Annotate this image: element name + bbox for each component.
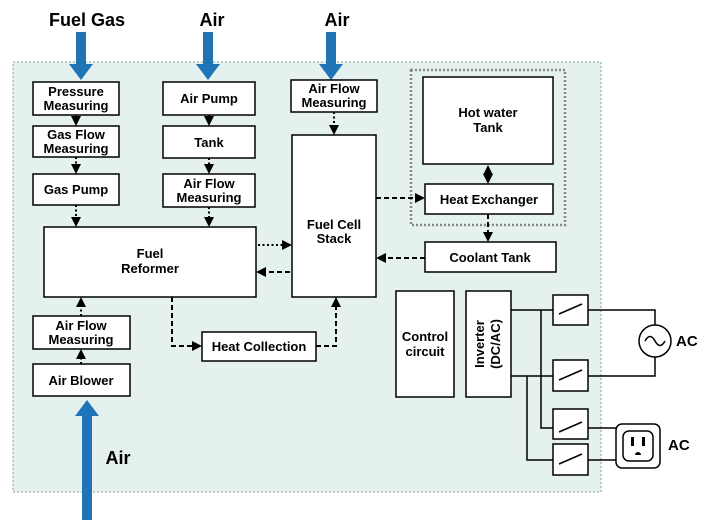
air-pump-block: Air Pump [162, 81, 256, 116]
ac-outlet-icon [615, 423, 661, 469]
fuel-reformer-line1: Fuel [137, 246, 164, 261]
switch-4 [552, 443, 589, 476]
air-flow-measuring-top-block: Air Flow Measuring [290, 79, 378, 113]
air-flow-measuring-low-line2: Measuring [48, 332, 113, 347]
tank-label: Tank [194, 135, 224, 150]
air-flow-measuring-top-line2: Measuring [301, 95, 366, 110]
air-label-1: Air [199, 10, 224, 30]
air-blower-block: Air Blower [32, 363, 131, 397]
tank-block: Tank [162, 125, 256, 159]
pressure-measuring-block: Pressure Measuring [32, 81, 120, 116]
fuel-cell-stack-line1: Fuel Cell [307, 217, 361, 232]
pressure-measuring-line1: Pressure [48, 84, 104, 99]
dotted-connectors [71, 112, 339, 364]
heat-collection-label: Heat Collection [212, 339, 307, 354]
air-input-arrow-2 [319, 32, 343, 80]
dashed-connectors [171, 165, 493, 351]
inverter-block: Inverter (DC/AC) [465, 290, 512, 398]
coolant-tank-block: Coolant Tank [424, 241, 557, 273]
air-flow-measuring-mid-block: Air Flow Measuring [162, 173, 256, 208]
fuel-reformer-block: Fuel Reformer [43, 226, 257, 298]
pressure-measuring-line2: Measuring [43, 98, 108, 113]
coolant-tank-label: Coolant Tank [449, 250, 531, 265]
fuel-gas-label: Fuel Gas [49, 10, 125, 30]
air-input-arrow-bottom [75, 400, 99, 520]
fuel-cell-stack-block: Fuel Cell Stack [291, 134, 377, 298]
gas-flow-measuring-line1: Gas Flow [47, 127, 106, 142]
air-label-bottom: Air [105, 448, 130, 468]
gas-pump-label: Gas Pump [44, 182, 108, 197]
air-input-arrow-1 [196, 32, 220, 80]
fuel-reformer-line2: Reformer [121, 261, 179, 276]
ac-source-label: AC [676, 333, 698, 350]
heat-exchanger-label: Heat Exchanger [440, 192, 538, 207]
control-circuit-line1: Control [402, 329, 448, 344]
hot-water-tank-line2: Tank [473, 120, 503, 135]
air-flow-measuring-low-line1: Air Flow [55, 318, 107, 333]
gas-flow-measuring-block: Gas Flow Measuring [32, 125, 120, 158]
air-label-2: Air [324, 10, 349, 30]
control-circuit-block: Control circuit [395, 290, 455, 398]
air-pump-label: Air Pump [180, 91, 238, 106]
air-flow-measuring-top-line1: Air Flow [308, 81, 360, 96]
hot-water-tank-block: Hot water Tank [422, 76, 554, 165]
air-blower-label: Air Blower [48, 373, 113, 388]
air-flow-measuring-mid-line1: Air Flow [183, 176, 235, 191]
heat-collection-block: Heat Collection [201, 331, 317, 362]
fuel-cell-stack-line2: Stack [317, 231, 352, 246]
ac-source-icon [638, 324, 672, 358]
gas-flow-measuring-line2: Measuring [43, 141, 108, 156]
switch-3 [552, 408, 589, 440]
inverter-line1: Inverter [472, 320, 487, 368]
switch-2 [552, 359, 589, 392]
control-circuit-line2: circuit [405, 344, 445, 359]
air-flow-measuring-mid-line2: Measuring [176, 190, 241, 205]
hot-water-tank-line1: Hot water [458, 105, 517, 120]
fuel-gas-input-arrow [69, 32, 93, 80]
switch-1 [552, 294, 589, 326]
gas-pump-block: Gas Pump [32, 173, 120, 206]
air-flow-measuring-low-block: Air Flow Measuring [32, 315, 131, 350]
inverter-line2: (DC/AC) [488, 319, 503, 369]
heat-exchanger-block: Heat Exchanger [424, 183, 554, 215]
ac-outlet-label: AC [668, 437, 690, 454]
